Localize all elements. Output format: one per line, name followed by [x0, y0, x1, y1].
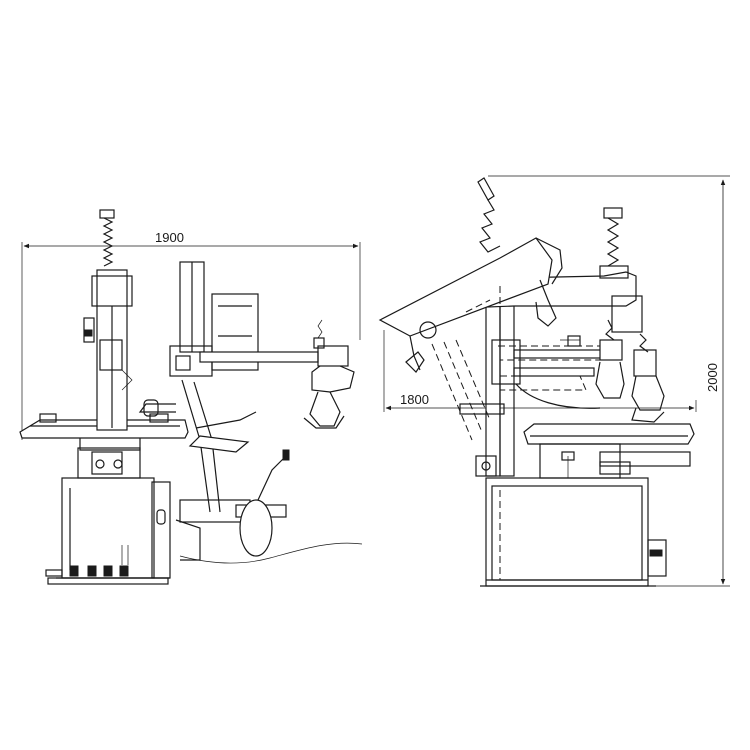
side-view: 2000 1800 — [378, 175, 730, 587]
lower-mechanics-front — [138, 379, 363, 564]
dimension-height-side: 2000 — [488, 175, 730, 587]
arm-tools-side — [513, 319, 665, 423]
dimension-label-1900: 1900 — [155, 230, 184, 245]
cabinet-side — [480, 477, 667, 587]
column-front — [83, 269, 133, 431]
top-spring-front — [99, 209, 115, 267]
front-view: 1900 — [19, 209, 363, 585]
head-tilted — [378, 177, 563, 373]
tower-column-front — [169, 261, 259, 377]
dimension-width-front: 1900 — [21, 230, 361, 440]
dimension-label-1800: 1800 — [400, 392, 429, 407]
foot-pedals — [45, 565, 129, 577]
dimension-width-side: 1800 — [383, 330, 697, 412]
cabinet-front — [47, 477, 171, 585]
dimension-label-2000: 2000 — [705, 363, 720, 392]
column-side — [459, 285, 521, 477]
turntable-side — [523, 423, 695, 479]
swing-arm-front — [199, 319, 355, 429]
